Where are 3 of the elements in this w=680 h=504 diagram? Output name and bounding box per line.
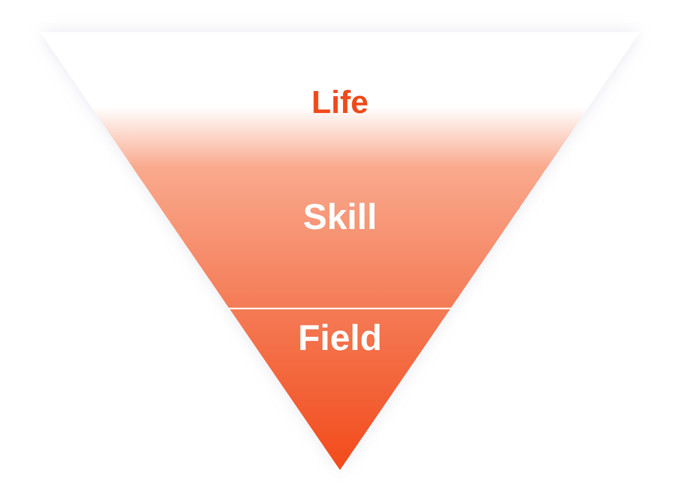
band-label: Field bbox=[298, 320, 382, 356]
band-label: Skill bbox=[302, 199, 377, 235]
band-label: Life bbox=[312, 86, 368, 118]
